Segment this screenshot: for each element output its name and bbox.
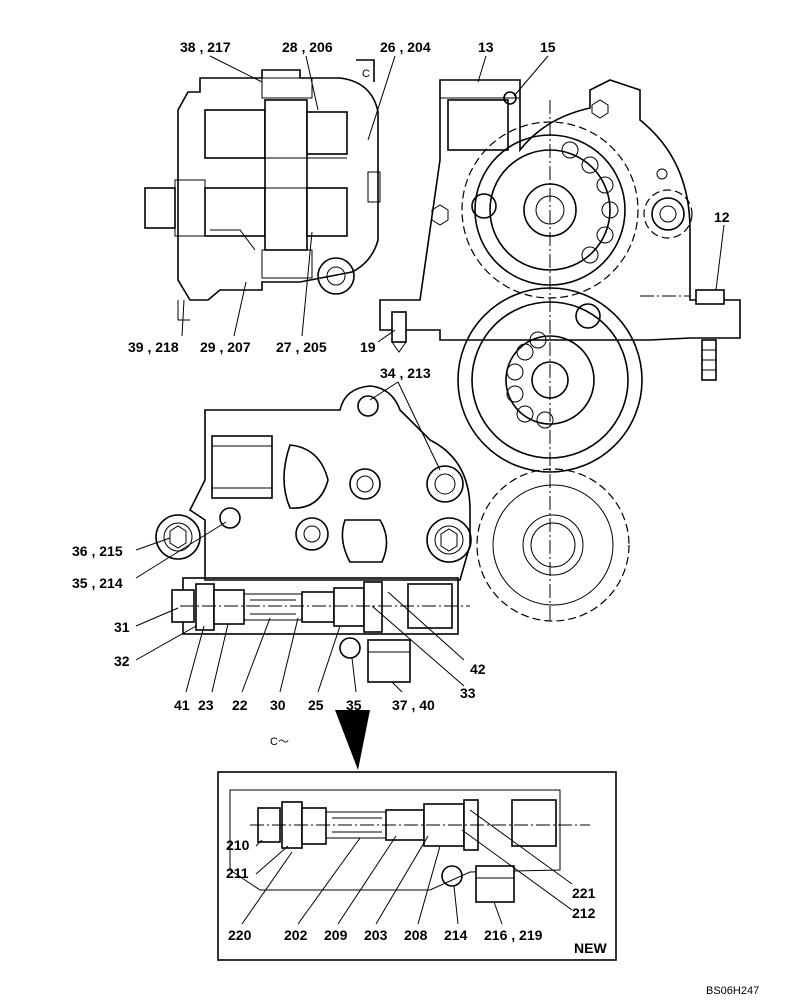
valve-body	[155, 385, 472, 581]
callout-22: 22	[232, 697, 248, 713]
callout-30: 30	[270, 697, 286, 713]
new-badge: NEW	[574, 940, 607, 956]
leader-lines	[135, 55, 725, 925]
callout-27-205: 27 , 205	[276, 339, 327, 355]
callout-19: 19	[360, 339, 376, 355]
callout-220: 220	[228, 927, 252, 943]
spool-valve-section	[171, 577, 470, 683]
callout-41: 41	[174, 697, 190, 713]
callout-29-207: 29 , 207	[200, 339, 251, 355]
callout-35: 35	[346, 697, 362, 713]
callout-15: 15	[540, 39, 556, 55]
callout-12: 12	[714, 209, 730, 225]
callout-23: 23	[198, 697, 214, 713]
section-view-arrow: C～	[270, 710, 370, 770]
callout-214: 214	[444, 927, 468, 943]
callout-202: 202	[284, 927, 308, 943]
callout-216-219: 216 , 219	[484, 927, 543, 943]
callout-39-218: 39 , 218	[128, 339, 179, 355]
upper-bearing	[561, 141, 619, 264]
callout-32: 32	[114, 653, 130, 669]
callout-labels: 38 , 217 28 , 206 26 , 204 13 15 12 39 ,…	[72, 39, 730, 943]
callout-26-204: 26 , 204	[380, 39, 431, 55]
section-marker-c: C	[356, 59, 375, 82]
callout-34-213: 34 , 213	[380, 365, 431, 381]
callout-36-215: 36 , 215	[72, 543, 123, 559]
callout-35-214: 35 , 214	[72, 575, 123, 591]
callout-211: 211	[226, 865, 249, 881]
callout-37-40: 37 , 40	[392, 697, 435, 713]
callout-212: 212	[572, 905, 596, 921]
lower-gear	[457, 287, 643, 473]
callout-28-206: 28 , 206	[282, 39, 333, 55]
callout-203: 203	[364, 927, 388, 943]
callout-38-217: 38 , 217	[180, 39, 231, 55]
callout-209: 209	[324, 927, 348, 943]
new-version-inset: NEW	[217, 771, 617, 961]
callout-33: 33	[460, 685, 476, 701]
callout-210: 210	[226, 837, 250, 853]
callout-221: 221	[572, 885, 596, 901]
callout-208: 208	[404, 927, 428, 943]
gear-housing-view	[379, 79, 741, 620]
callout-25: 25	[308, 697, 324, 713]
pump-side-view	[144, 69, 381, 321]
callout-13: 13	[478, 39, 494, 55]
callout-31: 31	[114, 619, 130, 635]
idler-gear-phantom	[476, 468, 630, 622]
callout-42: 42	[470, 661, 486, 677]
section-marker-label: C	[362, 68, 370, 80]
section-view-label: C～	[270, 736, 289, 748]
drawing-code: BS06H247	[706, 985, 759, 997]
